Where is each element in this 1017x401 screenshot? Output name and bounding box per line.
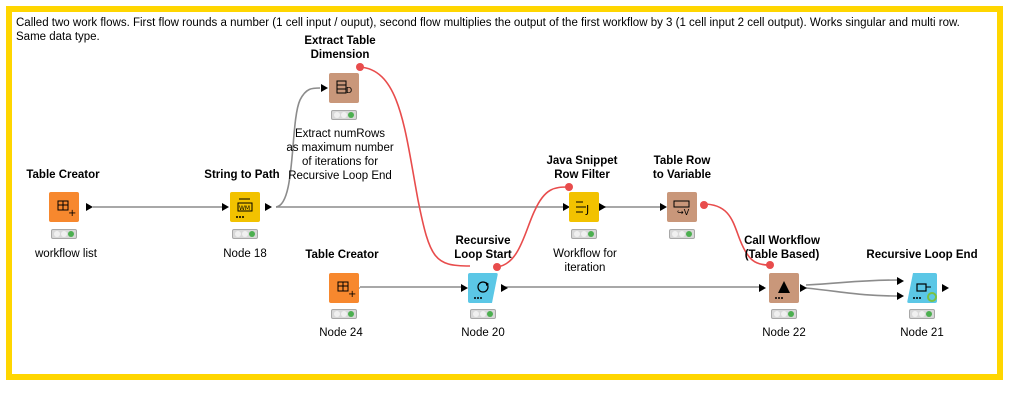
table-dimension-icon[interactable]: D — [329, 73, 359, 103]
node-title-table-row-1: Table Row — [653, 155, 711, 167]
port-arrow — [563, 203, 570, 211]
port-arrow — [897, 277, 904, 285]
string-to-path-icon[interactable]: WM — [230, 192, 260, 222]
node-status-indicator — [669, 229, 695, 239]
port-arrow — [942, 284, 949, 292]
port-arrow — [599, 203, 606, 211]
node-title-extract-table-dimension-2: Dimension — [310, 49, 370, 61]
port-arrow — [461, 284, 468, 292]
svg-text:+: + — [348, 289, 356, 300]
loop-start-icon[interactable] — [468, 273, 498, 303]
table-creator-icon[interactable]: + — [329, 273, 359, 303]
node-label-extract-2[interactable]: as maximum number — [286, 142, 394, 154]
node-label-node-18[interactable]: Node 18 — [223, 248, 267, 260]
node-title-string-to-path: String to Path — [204, 169, 280, 181]
java-filter-icon[interactable]: J — [569, 192, 599, 222]
variable-port-dot — [565, 183, 573, 191]
variable-connection-extract-to-loop-end — [359, 66, 471, 267]
svg-text:D: D — [346, 86, 352, 95]
node-status-indicator — [331, 110, 357, 120]
node-label-node-21[interactable]: Node 21 — [900, 327, 944, 339]
node-status-indicator — [470, 309, 496, 319]
node-title-table-row-2: to Variable — [652, 169, 712, 181]
node-title-table-creator-2: Table Creator — [305, 249, 379, 261]
node-label-extract-4[interactable]: Recursive Loop End — [288, 170, 392, 182]
node-status-indicator — [331, 309, 357, 319]
port-arrow — [86, 203, 93, 211]
svg-text:↪V: ↪V — [677, 208, 690, 217]
call-workflow-icon[interactable] — [769, 273, 799, 303]
node-label-java-1[interactable]: Workflow for — [553, 248, 617, 260]
variable-port-dot — [493, 263, 501, 271]
node-status-indicator — [232, 229, 258, 239]
node-status-indicator — [51, 229, 77, 239]
connection-call-workflow-to-loop-end-2 — [805, 287, 901, 297]
node-title-recursive-loop-start-1: Recursive — [455, 235, 511, 247]
node-title-call-workflow-2: (Table Based) — [744, 249, 820, 261]
port-arrow — [759, 284, 766, 292]
node-label-java-2[interactable]: iteration — [564, 262, 606, 274]
connection-string-to-path-to-extract — [275, 87, 321, 208]
table-creator-icon[interactable]: + — [49, 192, 79, 222]
node-title-recursive-loop-end: Recursive Loop End — [866, 249, 978, 261]
variable-port-dot — [700, 201, 708, 209]
row-to-variable-icon[interactable]: ↪V — [667, 192, 697, 222]
variable-connection-row-to-var-to-call-workflow — [702, 203, 770, 266]
node-label-extract-1[interactable]: Extract numRows — [294, 128, 386, 140]
port-arrow — [897, 292, 904, 300]
port-arrow — [660, 203, 667, 211]
node-title-recursive-loop-start-2: Loop Start — [454, 249, 512, 261]
variable-connection-loop-start-to-java-filter — [496, 186, 569, 268]
node-title-extract-table-dimension-1: Extract Table — [304, 35, 376, 47]
svg-text:WM: WM — [239, 205, 250, 212]
node-label-extract-3[interactable]: of iterations for — [301, 156, 379, 168]
port-arrow — [321, 84, 328, 92]
node-label-workflow-list[interactable]: workflow list — [35, 248, 97, 260]
node-title-java-snippet-1: Java Snippet — [546, 155, 618, 167]
svg-text:+: + — [68, 208, 76, 219]
annotation-text: Called two work flows. First flow rounds… — [16, 17, 960, 43]
port-arrow — [800, 284, 807, 292]
variable-port-dot — [356, 63, 364, 71]
port-arrow — [501, 284, 508, 292]
svg-text:J: J — [585, 203, 589, 216]
node-title-table-creator: Table Creator — [26, 169, 100, 181]
loop-end-icon[interactable] — [907, 273, 937, 303]
node-status-indicator — [909, 309, 935, 319]
connection-call-workflow-to-loop-end-1 — [805, 279, 901, 286]
variable-port-dot — [766, 261, 774, 269]
node-label-node-22[interactable]: Node 22 — [762, 327, 806, 339]
node-status-indicator — [571, 229, 597, 239]
port-arrow — [265, 203, 272, 211]
node-label-node-20[interactable]: Node 20 — [461, 327, 505, 339]
port-arrow — [222, 203, 229, 211]
workflow-annotation[interactable] — [6, 6, 1003, 380]
node-title-java-snippet-2: Row Filter — [554, 169, 610, 181]
node-status-indicator — [771, 309, 797, 319]
node-title-call-workflow-1: Call Workflow — [744, 235, 820, 247]
node-label-node-24[interactable]: Node 24 — [319, 327, 363, 339]
